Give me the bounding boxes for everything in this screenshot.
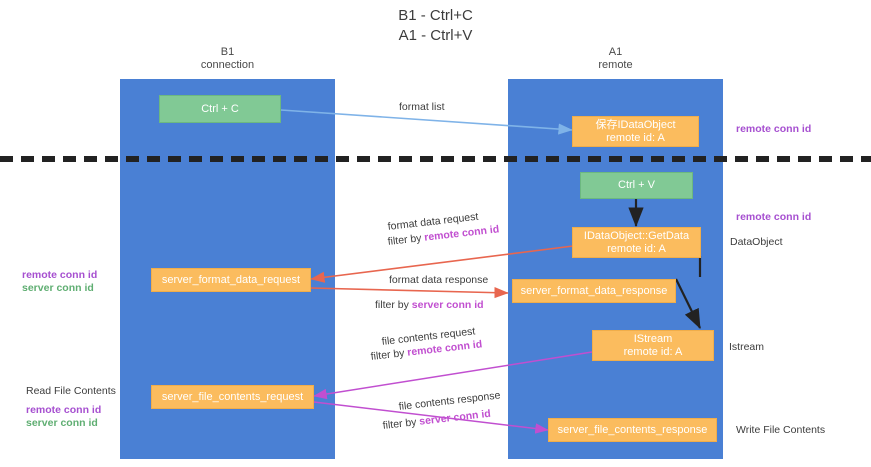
annotation-left-remote-conn-id: remote conn id bbox=[22, 269, 98, 281]
filter-prefix: filter by bbox=[387, 231, 426, 248]
lane-header-a1: A1 remote bbox=[598, 46, 633, 71]
node-idataobject-getdata[interactable]: IDataObject::GetData remote id: A bbox=[572, 227, 701, 258]
diagram-title: B1 - Ctrl+C A1 - Ctrl+V bbox=[398, 7, 473, 44]
lane-header-b1: B1 connection bbox=[200, 46, 255, 71]
node-istream[interactable]: IStream remote id: A bbox=[592, 330, 714, 361]
filter-prefix: filter by bbox=[370, 346, 409, 363]
node-server-format-data-response[interactable]: server_format_data_response bbox=[512, 279, 676, 303]
node-ctrl-c[interactable]: Ctrl + C bbox=[159, 95, 281, 123]
edge-label-format-list: format list bbox=[399, 101, 445, 113]
annotation-read-file-contents: Read File Contents bbox=[26, 385, 116, 397]
annotation-left-server-conn-id: server conn id bbox=[22, 282, 94, 294]
node-server-format-data-request[interactable]: server_format_data_request bbox=[151, 268, 311, 292]
node-server-file-contents-response[interactable]: server_file_contents_response bbox=[548, 418, 717, 442]
node-ctrl-v[interactable]: Ctrl + V bbox=[580, 172, 693, 199]
edge-label-format-data-response-filter: filter by server conn id bbox=[375, 298, 484, 313]
annotation-dataobject: DataObject bbox=[730, 236, 783, 248]
filter-prefix: filter by bbox=[382, 415, 421, 432]
annotation-remote-conn-id-top: remote conn id bbox=[736, 123, 812, 135]
annotation-left-remote-conn-id-2: remote conn id bbox=[26, 404, 102, 416]
annotation-remote-conn-id-mid: remote conn id bbox=[736, 211, 812, 223]
node-server-file-contents-request[interactable]: server_file_contents_request bbox=[151, 385, 314, 409]
annotation-left-server-conn-id-2: server conn id bbox=[26, 417, 98, 429]
annotation-istream: Istream bbox=[729, 341, 765, 353]
annotation-write-file-contents: Write File Contents bbox=[736, 424, 826, 436]
phase-divider bbox=[0, 156, 871, 162]
node-store-idataobject[interactable]: 保存IDataObject remote id: A bbox=[572, 116, 699, 147]
filter-key-server-conn-id: server conn id bbox=[411, 299, 484, 311]
filter-prefix: filter by bbox=[375, 299, 412, 311]
edge-label-format-data-response: format data response bbox=[389, 274, 489, 286]
